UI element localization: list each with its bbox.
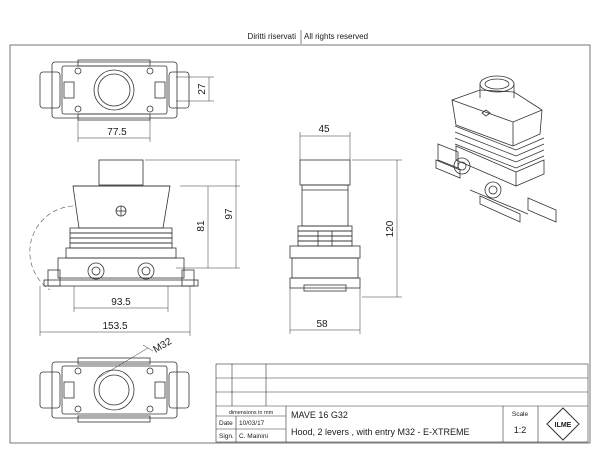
ilme-logo: ILME <box>546 407 580 441</box>
dim-top-height <box>176 76 214 102</box>
date-label: Date <box>219 420 233 427</box>
part-code: MAVE 16 G32 <box>291 410 348 420</box>
dim-label-120: 120 <box>385 220 396 237</box>
scale-value: 1:2 <box>514 425 527 435</box>
title-block-grid <box>215 363 589 443</box>
front-view <box>43 159 199 287</box>
dim-label-97: 97 <box>224 208 235 220</box>
dim-label-81: 81 <box>196 220 207 232</box>
scale-label: Scale <box>512 411 529 418</box>
dim-top-width <box>77 120 151 142</box>
thread-leader-tick <box>142 344 154 352</box>
dim-label-27: 27 <box>197 83 208 95</box>
dim-label-77-5: 77.5 <box>107 127 127 138</box>
lever-swing-arc <box>29 205 74 291</box>
ilme-logo-text: ILME <box>555 422 572 429</box>
dim-front-widths <box>39 286 191 336</box>
sign-value: C. Mainini <box>239 433 268 440</box>
dim-label-93-5: 93.5 <box>111 297 131 308</box>
rights-reserved-italian: Diritti riservati <box>248 32 297 41</box>
dim-front-heights <box>145 159 240 269</box>
dim-label-58: 58 <box>316 319 328 330</box>
dim-side-base-width <box>289 288 361 334</box>
drawing-frame <box>9 44 591 444</box>
sign-label: Sign. <box>219 433 234 440</box>
dim-label-45: 45 <box>318 124 330 135</box>
dim-side-top-width <box>299 132 351 160</box>
dim-side-height <box>352 159 402 298</box>
side-view <box>289 159 361 292</box>
bottom-view <box>39 357 190 423</box>
date-value: 10/03/17 <box>239 420 265 427</box>
dim-label-153-5: 153.5 <box>102 321 127 332</box>
isometric-view <box>435 75 557 223</box>
rights-reserved-english: All rights reserved <box>304 32 368 41</box>
dim-label-m32: M32 <box>152 336 175 356</box>
thread-leader-line <box>97 347 149 379</box>
part-description: Hood, 2 levers , with entry M32 - E-XTRE… <box>291 427 470 437</box>
top-view <box>39 59 190 121</box>
units-note: dimensions in mm <box>229 410 274 416</box>
